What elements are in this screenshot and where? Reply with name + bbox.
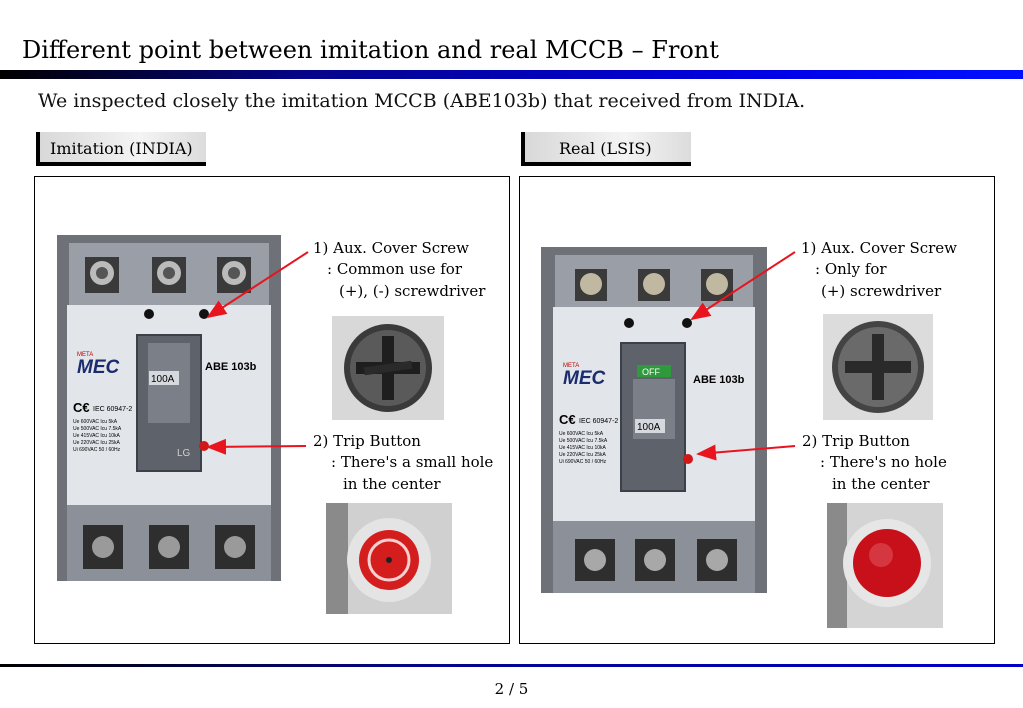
real-note-screw-line2: (+) screwdriver xyxy=(821,282,942,300)
imitation-note-screw-line2: (+), (-) screwdriver xyxy=(339,282,486,300)
svg-text:Ue 500VAC Icu 7.5kA: Ue 500VAC Icu 7.5kA xyxy=(73,426,122,432)
imitation-note-trip-heading: 2) Trip Button xyxy=(313,432,421,450)
svg-text:Ue 600VAC Icu 5kA: Ue 600VAC Icu 5kA xyxy=(559,431,604,437)
real-brand: MEC xyxy=(563,368,606,389)
svg-text:C€: C€ xyxy=(559,412,576,427)
real-note-screw: 1) Aux. Cover Screw : Only for (+) screw… xyxy=(801,238,957,303)
imitation-model: ABE 103b xyxy=(205,361,257,373)
real-screw-closeup xyxy=(823,314,933,420)
footer-rule xyxy=(0,664,1023,667)
real-note-screw-heading: 1) Aux. Cover Screw xyxy=(801,239,958,257)
svg-text:Ui 690VAC 50 / 60Hz: Ui 690VAC 50 / 60Hz xyxy=(73,447,121,453)
imitation-note-screw-heading: 1) Aux. Cover Screw xyxy=(313,239,470,257)
svg-text:Ue 415VAC Icu 10kA: Ue 415VAC Icu 10kA xyxy=(73,433,121,439)
subtitle: We inspected closely the imitation MCCB … xyxy=(38,90,806,112)
imitation-note-trip-line2: in the center xyxy=(343,475,441,493)
svg-text:Ue 600VAC Icu 5kA: Ue 600VAC Icu 5kA xyxy=(73,419,118,425)
real-trip-closeup xyxy=(827,503,943,628)
imitation-note-screw-line1: : Common use for xyxy=(327,260,462,278)
real-note-trip: 2) Trip Button : There's no hole in the … xyxy=(802,431,947,496)
real-note-trip-line2: in the center xyxy=(832,475,930,493)
svg-text:Ue 220VAC Icu 25kA: Ue 220VAC Icu 25kA xyxy=(559,452,607,458)
svg-text:META: META xyxy=(563,363,579,369)
imitation-screw-closeup xyxy=(332,316,444,420)
page-number: 2 / 5 xyxy=(494,680,529,698)
imitation-trip-closeup xyxy=(326,503,452,614)
svg-text:Ue 415VAC Icu 10kA: Ue 415VAC Icu 10kA xyxy=(559,445,607,451)
svg-text:META: META xyxy=(77,352,93,358)
title-rule xyxy=(0,70,1023,79)
imitation-breaker-photo: 100A LG META MEC ABE 103b C€ IEC 60947-2… xyxy=(57,235,281,581)
real-note-trip-line1: : There's no hole xyxy=(820,453,947,471)
svg-text:Ue 220VAC Icu 25kA: Ue 220VAC Icu 25kA xyxy=(73,440,121,446)
page-title: Different point between imitation and re… xyxy=(22,36,719,64)
imitation-note-trip: 2) Trip Button : There's a small hole in… xyxy=(313,431,493,496)
real-trip-button xyxy=(683,454,693,464)
svg-text:Ui 690VAC 50 / 60Hz: Ui 690VAC 50 / 60Hz xyxy=(559,459,607,465)
real-breaker-photo: OFF 100A META MEC ABE 103b C€ IEC 60947-… xyxy=(541,247,767,593)
svg-text:IEC 60947-2: IEC 60947-2 xyxy=(579,418,618,425)
imitation-brand: MEC xyxy=(77,357,120,378)
real-rating-text: 100A xyxy=(637,422,661,433)
imitation-rating-text: 100A xyxy=(151,374,175,385)
svg-text:IEC 60947-2: IEC 60947-2 xyxy=(93,406,132,413)
real-off-label: OFF xyxy=(642,367,660,377)
svg-text:Ue 500VAC Icu 7.5kA: Ue 500VAC Icu 7.5kA xyxy=(559,438,608,444)
real-model: ABE 103b xyxy=(693,374,745,386)
tab-real: Real (LSIS) xyxy=(521,132,691,166)
imitation-lg-mark: LG xyxy=(177,448,191,459)
real-note-trip-heading: 2) Trip Button xyxy=(802,432,910,450)
imitation-note-screw: 1) Aux. Cover Screw : Common use for (+)… xyxy=(313,238,485,303)
imitation-note-trip-line1: : There's a small hole xyxy=(331,453,494,471)
real-note-screw-line1: : Only for xyxy=(815,260,887,278)
imitation-trip-button xyxy=(199,441,209,451)
svg-text:C€: C€ xyxy=(73,400,90,415)
tab-imitation: Imitation (INDIA) xyxy=(36,132,206,166)
